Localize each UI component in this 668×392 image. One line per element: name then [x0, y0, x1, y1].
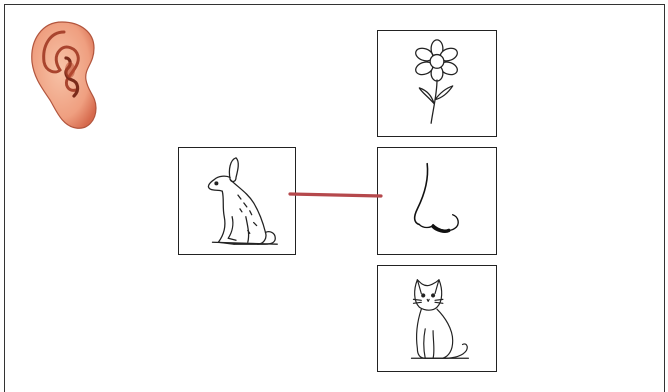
flower-card[interactable] — [377, 30, 497, 137]
rabbit-icon — [207, 157, 278, 245]
ear-icon — [26, 18, 100, 132]
rabbit-card[interactable] — [178, 147, 296, 255]
flower-icon — [415, 39, 458, 124]
nose-card[interactable] — [377, 147, 497, 255]
cat-icon — [410, 279, 469, 359]
matching-board — [4, 4, 665, 392]
nose-icon — [413, 162, 459, 233]
cat-card[interactable] — [377, 265, 497, 372]
